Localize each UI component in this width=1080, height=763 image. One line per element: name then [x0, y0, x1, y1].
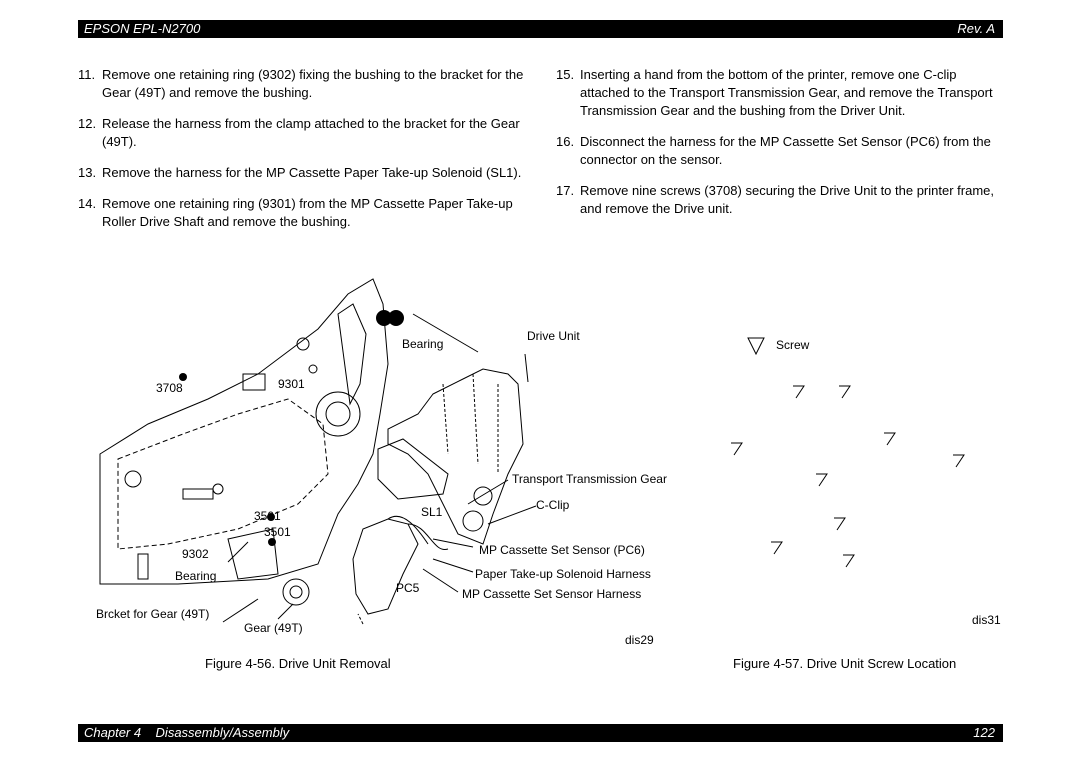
steps-right-column: 15. Inserting a hand from the bottom of … — [556, 66, 1006, 231]
label-screw-3501-a: 3501 — [254, 509, 281, 523]
screw-marker-icon — [953, 454, 965, 468]
legend-label: Screw — [776, 338, 810, 352]
label-sensor-harness: MP Cassette Set Sensor Harness — [462, 587, 641, 601]
step-text: Disconnect the harness for the MP Casset… — [580, 134, 991, 167]
screw-marker-icon — [793, 385, 805, 399]
step-text: Inserting a hand from the bottom of the … — [580, 67, 993, 118]
step-item: 15. Inserting a hand from the bottom of … — [556, 66, 1006, 120]
screw-marker-icon — [771, 541, 783, 555]
step-item: 12. Release the harness from the clamp a… — [78, 115, 528, 151]
steps-left-column: 11. Remove one retaining ring (9302) fix… — [78, 66, 528, 244]
page-header: EPSON EPL-N2700 Rev. A — [78, 20, 1003, 38]
screw-marker-icon — [843, 554, 855, 568]
label-gear-49t: Gear (49T) — [244, 621, 303, 635]
figure-caption-right: Figure 4-57. Drive Unit Screw Location — [733, 656, 957, 671]
step-item: 11. Remove one retaining ring (9302) fix… — [78, 66, 528, 102]
label-sl1: SL1 — [421, 505, 443, 519]
document-title: EPSON EPL-N2700 — [84, 21, 201, 36]
label-ring-9302: 9302 — [182, 547, 209, 561]
drive-unit-removal-figure: Bearing Drive Unit 3708 9301 Transport T… — [96, 278, 667, 647]
figure-caption-left: Figure 4-56. Drive Unit Removal — [205, 656, 391, 671]
label-solenoid-harness: Paper Take-up Solenoid Harness — [475, 567, 651, 581]
screw-marker-icon — [834, 517, 846, 531]
label-c-clip: C-Clip — [536, 498, 570, 512]
figure-id-dis29: dis29 — [625, 633, 654, 647]
screw-marker-icon — [816, 473, 828, 487]
label-bracket: Brcket for Gear (49T) — [96, 607, 209, 621]
step-item: 13. Remove the harness for the MP Casset… — [78, 164, 528, 182]
label-screw-3501-b: 3501 — [264, 525, 291, 539]
label-drive-unit: Drive Unit — [527, 329, 580, 343]
screw-marker-icon — [884, 432, 896, 446]
frame-drawing — [99, 278, 537, 625]
label-ring-9301: 9301 — [278, 377, 305, 391]
step-text: Release the harness from the clamp attac… — [102, 116, 520, 149]
label-bearing-bottom: Bearing — [175, 569, 216, 583]
screw-markers — [731, 385, 965, 568]
step-text: Remove nine screws (3708) securing the D… — [580, 183, 995, 216]
step-item: 14. Remove one retaining ring (9301) fro… — [78, 195, 528, 231]
label-pc5: PC5 — [396, 581, 420, 595]
step-number: 15. — [556, 67, 575, 82]
step-text: Remove the harness for the MP Cassette P… — [102, 165, 522, 180]
screw-legend: Screw — [747, 337, 810, 356]
step-number: 13. — [78, 165, 97, 180]
chapter-label: Chapter 4 Disassembly/Assembly — [84, 725, 290, 740]
step-number: 17. — [556, 183, 575, 198]
step-number: 14. — [78, 196, 97, 211]
bearing-icon — [376, 310, 404, 326]
label-bearing-top: Bearing — [402, 337, 443, 351]
screw-marker-icon — [731, 442, 743, 456]
label-sensor-pc6: MP Cassette Set Sensor (PC6) — [479, 543, 645, 557]
screw-location-figure: Screw dis31 — [731, 337, 1001, 627]
label-screw-3708: 3708 — [156, 381, 183, 395]
screw-icon — [179, 373, 276, 546]
figure-id-dis31: dis31 — [972, 613, 1001, 627]
screw-marker-icon — [839, 385, 851, 399]
step-text: Remove one retaining ring (9301) from th… — [102, 196, 513, 229]
page-footer: Chapter 4 Disassembly/Assembly 122 — [78, 724, 1003, 742]
step-item: 16. Disconnect the harness for the MP Ca… — [556, 133, 1006, 169]
step-number: 12. — [78, 116, 97, 131]
screw-marker-icon — [747, 337, 765, 356]
step-item: 17. Remove nine screws (3708) securing t… — [556, 182, 1006, 218]
step-number: 11. — [78, 67, 96, 82]
revision-label: Rev. A — [957, 21, 995, 36]
step-text: Remove one retaining ring (9302) fixing … — [102, 67, 524, 100]
step-number: 16. — [556, 134, 575, 149]
page-number: 122 — [973, 725, 995, 740]
label-transport-gear: Transport Transmission Gear — [512, 472, 667, 486]
